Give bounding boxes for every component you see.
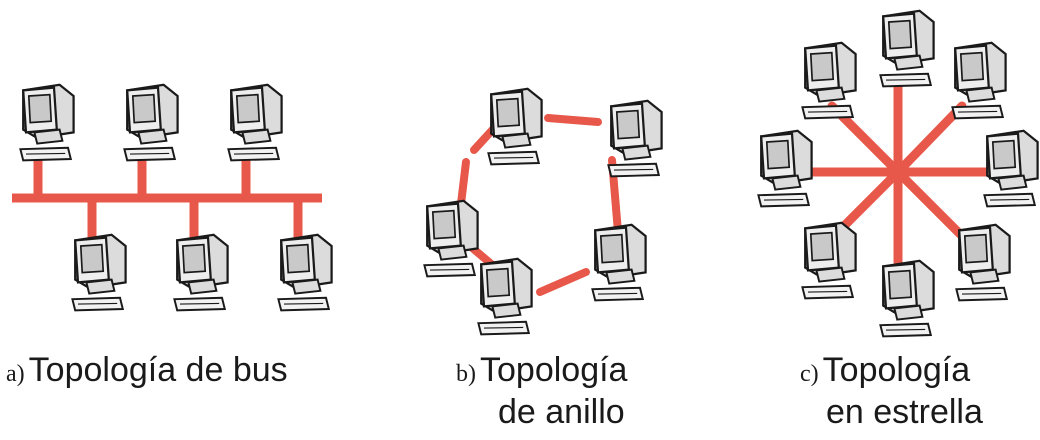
star-link	[893, 167, 969, 243]
desktop-computer-icon	[801, 221, 857, 300]
caption-line: Topología de bus	[28, 351, 288, 389]
ring-link	[536, 268, 590, 296]
caption-prefix: a)	[6, 361, 25, 387]
caption-line: Topología	[480, 351, 628, 389]
caption-prefix: b)	[456, 361, 476, 387]
caption-bus: a)Topología de bus	[6, 350, 288, 394]
star-topology	[757, 9, 1039, 338]
desktop-computer-icon	[423, 199, 479, 278]
desktop-computer-icon	[71, 233, 127, 312]
star-link	[893, 101, 967, 177]
desktop-computer-icon	[227, 83, 283, 162]
desktop-computer-icon	[757, 129, 813, 208]
desktop-computer-icon	[591, 223, 647, 302]
desktop-computer-icon	[955, 223, 1011, 302]
caption-ring-line2: de anillo	[498, 392, 625, 432]
desktop-computer-icon	[487, 87, 543, 166]
caption-line: de anillo	[498, 393, 625, 431]
desktop-computer-icon	[123, 83, 179, 162]
desktop-computer-icon	[19, 83, 75, 162]
desktop-computer-icon	[879, 9, 935, 88]
caption-line: Topología	[822, 351, 971, 389]
desktop-computer-icon	[879, 259, 935, 338]
desktop-computer-icon	[983, 129, 1039, 208]
ring-link	[544, 114, 602, 126]
caption-prefix: c)	[800, 361, 819, 387]
desktop-computer-icon	[277, 233, 333, 312]
desktop-computer-icon	[951, 41, 1007, 120]
caption-line: en estrella	[826, 393, 983, 431]
desktop-computer-icon	[801, 41, 857, 120]
ring-topology	[423, 87, 663, 336]
desktop-computer-icon	[607, 99, 663, 178]
desktop-computer-icon	[173, 233, 229, 312]
bus-links	[12, 160, 322, 238]
caption-star: c)Topología	[800, 350, 970, 394]
caption-star-line2: en estrella	[826, 392, 983, 432]
bus-topology	[12, 83, 333, 312]
caption-ring: b)Topología	[456, 350, 627, 394]
desktop-computer-icon	[477, 257, 533, 336]
